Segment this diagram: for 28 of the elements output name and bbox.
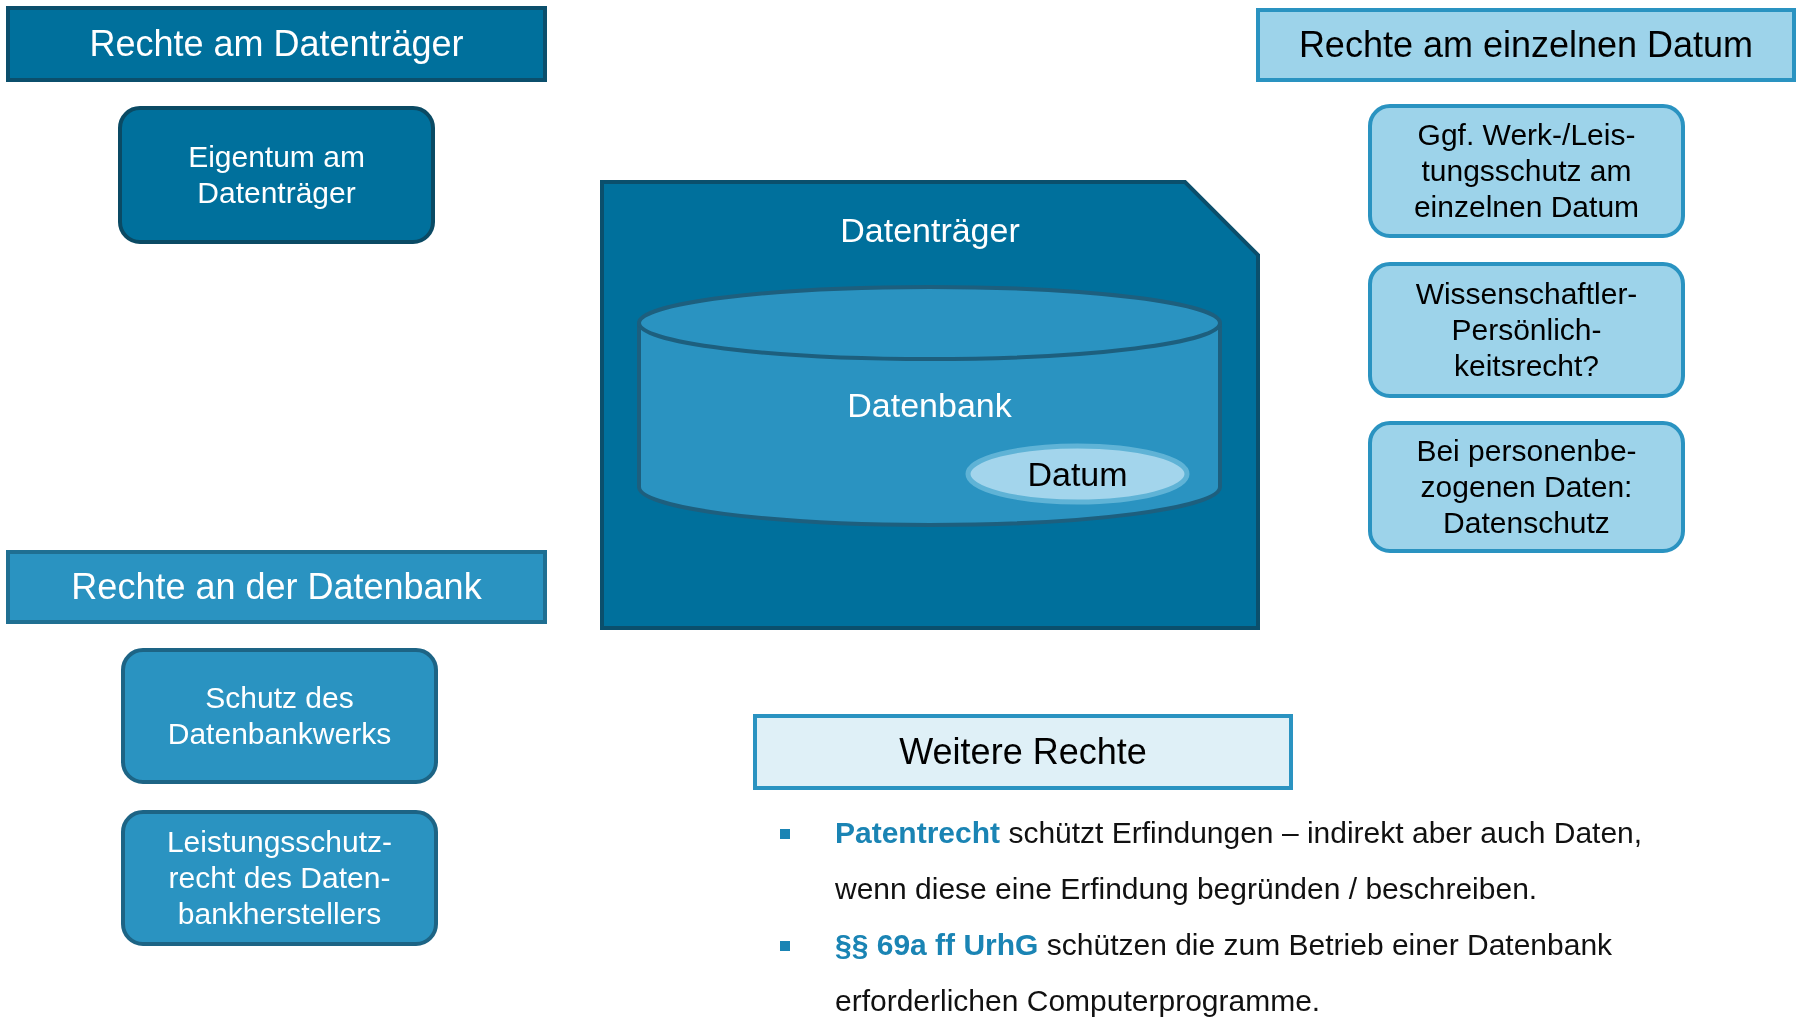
box-label: Rechte am einzelnen Datum <box>1298 23 1754 67</box>
rounded-box <box>1368 104 1685 238</box>
ellipse-shape <box>965 443 1190 505</box>
heading-box <box>6 6 547 82</box>
rounded-box <box>121 810 438 946</box>
box-label: Datenträger <box>839 210 1021 251</box>
box-label: Weitere Rechte <box>899 730 1147 774</box>
database-cylinder <box>637 285 1222 525</box>
box-label: Datum <box>1027 453 1128 495</box>
box-label: Rechte am Datenträger <box>89 22 464 66</box>
box-label: Ggf. Werk-/Leis-tungsschutz am einzelnen Datum <box>1412 117 1641 225</box>
rounded-box <box>121 648 438 784</box>
bullet-text: Patentrecht schützt Erfindungen – indirekt aber auch Daten, wenn diese eine Erfindung begründen / beschreiben. <box>835 815 1644 907</box>
box-label: Leistungsschutz-recht des Daten-bankherstellers <box>165 824 394 932</box>
rounded-box <box>118 106 435 244</box>
box-label: Schutz des Datenbankwerks <box>166 680 393 752</box>
rounded-box <box>1368 421 1685 553</box>
box-label: Datenbank <box>846 385 1013 426</box>
heading-box <box>6 550 547 624</box>
box-label: Wissenschaftler-Persönlich-keitsrecht? <box>1414 276 1639 384</box>
box-label: Rechte an der Datenbank <box>71 565 482 609</box>
heading-box <box>1256 8 1796 82</box>
heading-box <box>753 714 1293 790</box>
box-label: Eigentum am Datenträger <box>187 139 366 211</box>
rounded-box <box>1368 262 1685 398</box>
document-shape <box>600 180 1260 630</box>
box-label: Bei personenbe-zogenen Daten: Datenschutz <box>1415 433 1638 541</box>
bullet-text: §§ 69a ff UrhG schützen die zum Betrieb einer Datenbank erforderlichen Computerprogramme. <box>835 927 1614 1019</box>
